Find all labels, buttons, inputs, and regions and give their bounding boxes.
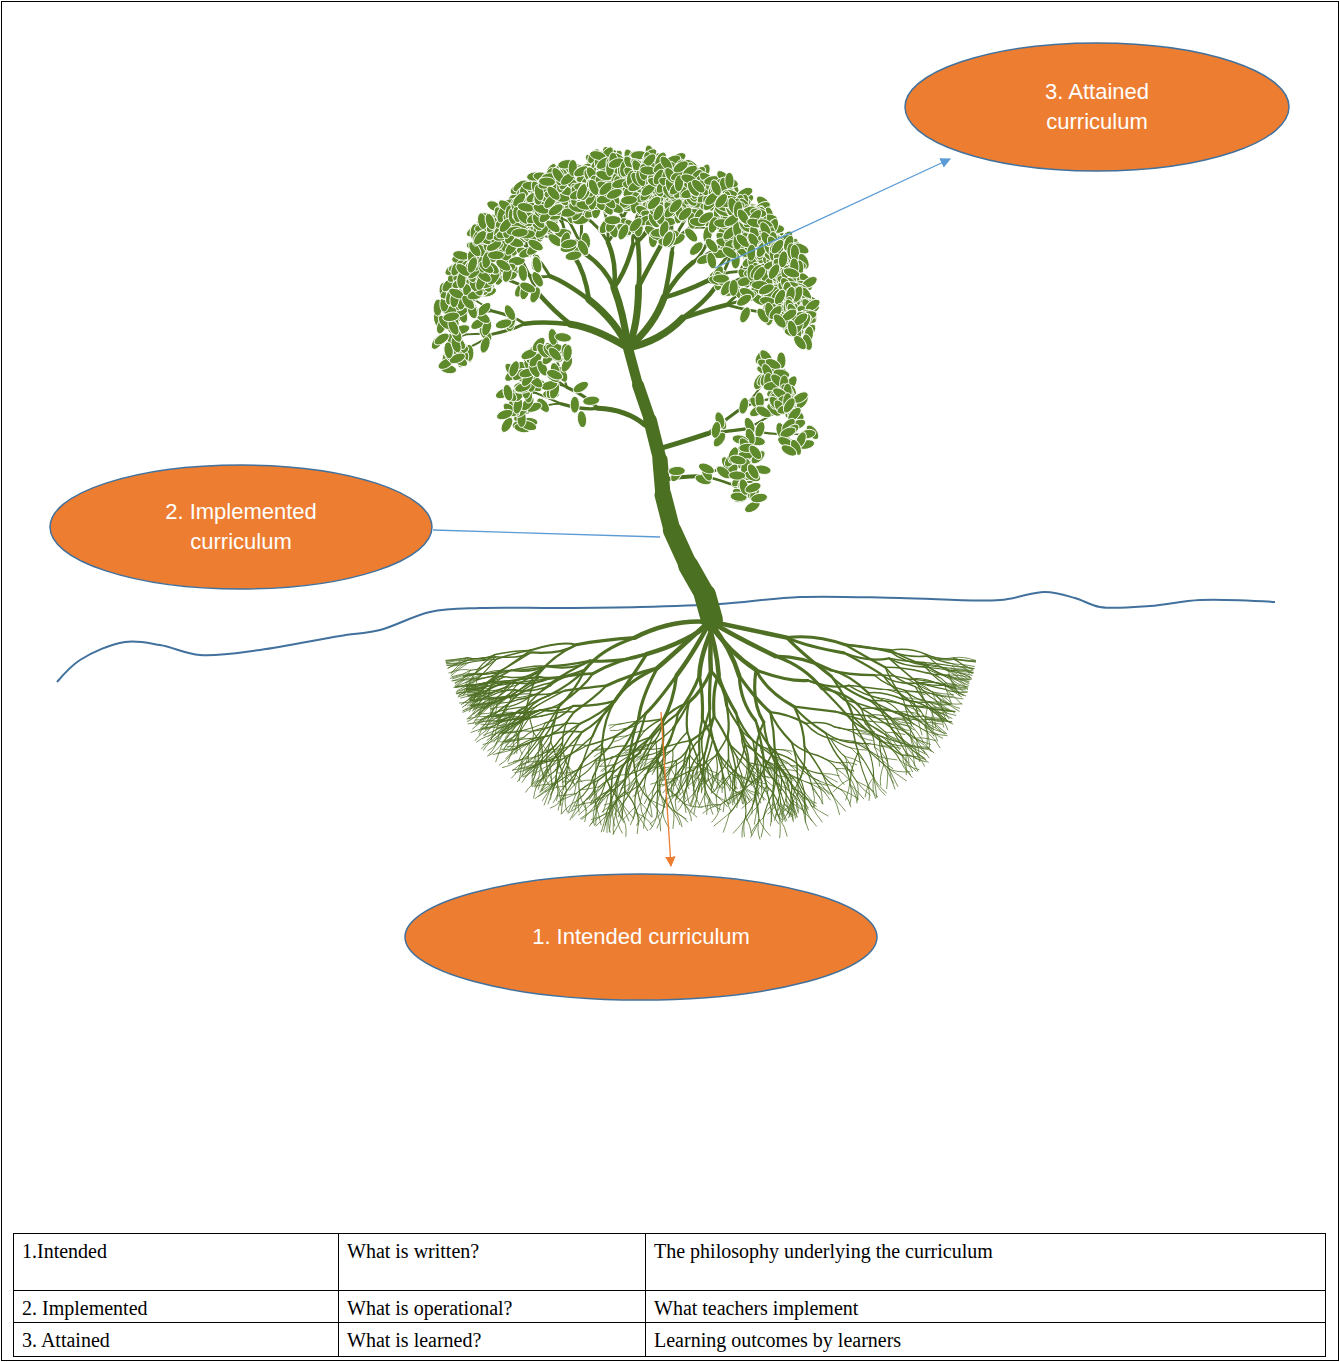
canvas: 3. Attained curriculum2. Implemented cur…: [0, 0, 1340, 1362]
